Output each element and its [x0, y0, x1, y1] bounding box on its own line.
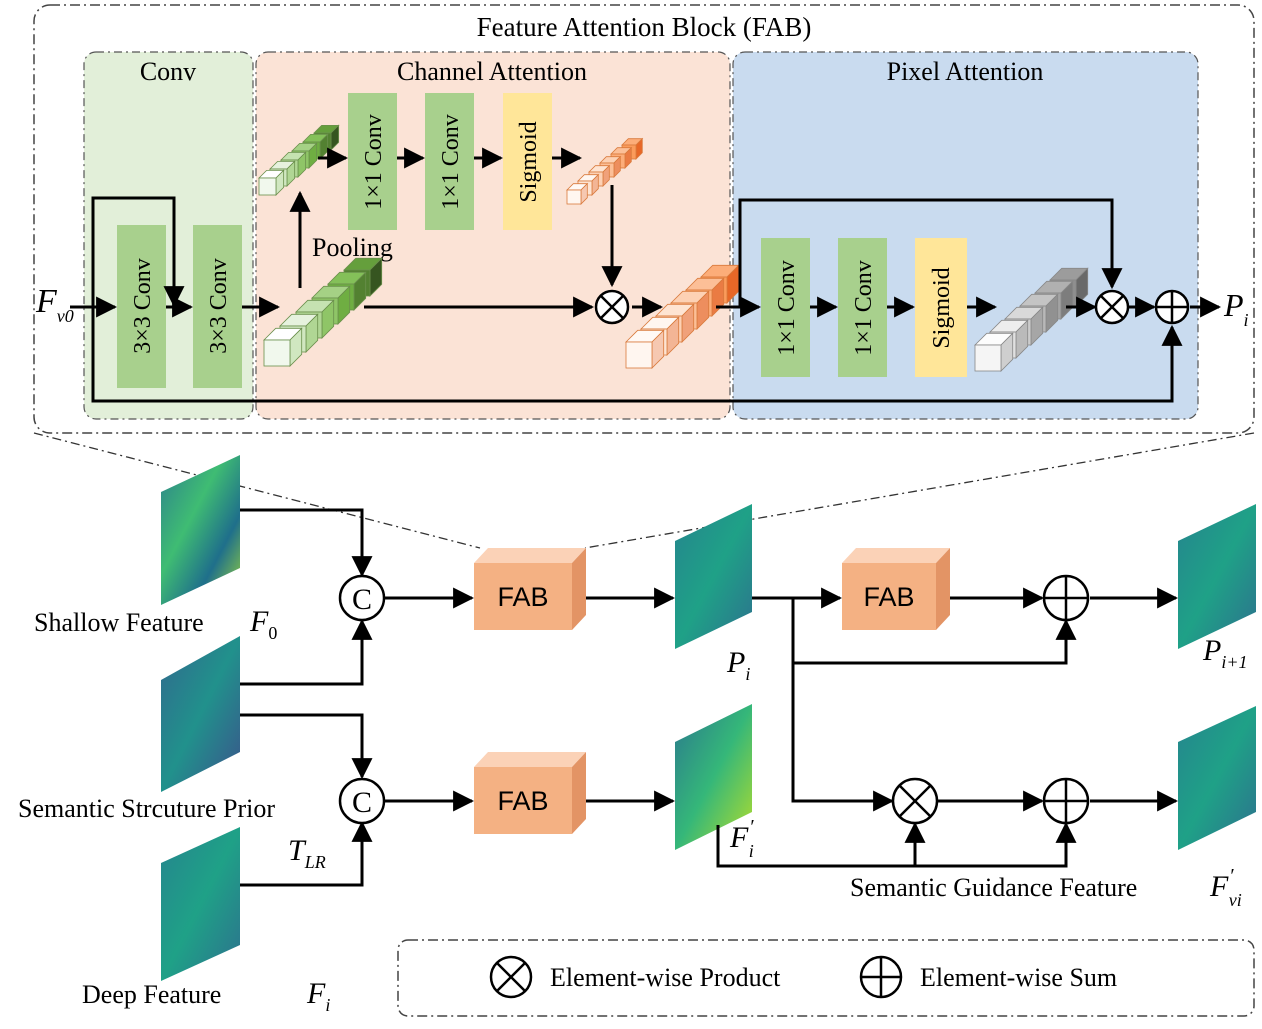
legend-product-label: Element-wise Product — [550, 963, 781, 992]
pa-sigmoid-block — [915, 238, 967, 377]
main-connections — [240, 508, 1179, 887]
ca-weight-cube-0 — [566, 182, 589, 205]
main-sum-bottom — [1042, 777, 1090, 825]
pa-conv1x1-block-1 — [761, 238, 810, 377]
shallow-feature-map — [161, 455, 240, 605]
zoom-line-right — [584, 432, 1255, 549]
ca-conv1x1-label-2: 1×1 Conv — [438, 114, 464, 210]
legend-box — [397, 939, 1255, 1017]
main-sum-top — [1042, 574, 1090, 622]
legend-sum-icon — [859, 955, 903, 999]
ca-sigmoid-block — [503, 93, 552, 230]
pa-weight-cube-0 — [974, 332, 1014, 372]
conv3x3-block-1 — [117, 225, 166, 388]
concat-symbol-top: C — [352, 583, 372, 616]
semantic-prior-label: Semantic Strcuture Prior — [18, 794, 275, 823]
p-i-plus-1-map — [1178, 504, 1256, 649]
pooled-cube-0 — [258, 169, 285, 196]
fab-title: Feature Attention Block (FAB) — [477, 12, 812, 42]
p-i-plus-1-label: Pi+1 — [1202, 634, 1247, 672]
input-F-v0: Fv0 — [35, 283, 74, 326]
conv3x3-label-1: 3×3 Conv — [130, 258, 156, 354]
fab-label-bottom: FAB — [497, 786, 548, 816]
pooling-label: Pooling — [312, 233, 393, 262]
deep-feature-label: Deep Feature — [82, 980, 221, 1009]
p-i-map — [675, 504, 752, 649]
semantic-prior-symbol: TLR — [288, 834, 326, 872]
ca-output-cube-0 — [625, 329, 665, 369]
conv3x3-label-2: 3×3 Conv — [206, 258, 232, 354]
shallow-feature-label: Shallow Feature — [34, 608, 204, 637]
legend-product-icon — [489, 955, 533, 999]
deep-feature-map — [161, 827, 240, 981]
conv-output-cube-0 — [263, 327, 303, 367]
concat-node-bottom — [338, 777, 386, 825]
sgf-symbol: F′vi — [1209, 865, 1242, 910]
shallow-feature-symbol: F0 — [249, 605, 277, 643]
feature-map-stacks — [258, 124, 1089, 372]
output-P-i: Pi — [1223, 287, 1249, 330]
channel-attention-title: Channel Attention — [397, 57, 587, 86]
concat-symbol-bottom: C — [352, 786, 372, 819]
ca-product-op — [594, 289, 630, 325]
deep-feature-symbol: Fi — [306, 977, 330, 1015]
pa-product-op — [1094, 289, 1130, 325]
fab-label-next: FAB — [863, 582, 914, 612]
pa-conv1x1-label-2: 1×1 Conv — [851, 260, 877, 356]
semantic-prior-map — [161, 636, 240, 792]
fab-block-bottom — [474, 752, 586, 834]
fab-block-next — [842, 548, 950, 630]
fab-sum-op — [1154, 289, 1190, 325]
fab-connections — [70, 147, 1222, 403]
pa-sigmoid-label: Sigmoid — [929, 267, 955, 348]
sgf-map — [1178, 706, 1256, 850]
zoom-line-left — [33, 432, 481, 549]
ca-conv1x1-block-2 — [425, 93, 474, 230]
fab-block-top — [474, 548, 586, 630]
fab-label-top: FAB — [497, 582, 548, 612]
conv3x3-block-2 — [193, 225, 242, 388]
f-i-prime-label: F′i — [729, 816, 755, 861]
sgf-label: Semantic Guidance Feature — [850, 873, 1137, 902]
concat-node-top — [338, 574, 386, 622]
ca-conv1x1-block-1 — [348, 93, 397, 230]
ca-conv1x1-label-1: 1×1 Conv — [361, 114, 387, 210]
main-product — [891, 777, 939, 825]
fab-detail-frame — [33, 4, 1255, 434]
conv-title: Conv — [140, 57, 196, 86]
legend-sum-label: Element-wise Sum — [920, 963, 1117, 992]
pixel-attention-title: Pixel Attention — [887, 57, 1044, 86]
pa-conv1x1-label-1: 1×1 Conv — [774, 260, 800, 356]
pa-conv1x1-block-2 — [838, 238, 887, 377]
p-i-label: Pi — [726, 646, 750, 684]
f-i-prime-map — [675, 704, 752, 850]
ca-sigmoid-label: Sigmoid — [516, 121, 542, 202]
